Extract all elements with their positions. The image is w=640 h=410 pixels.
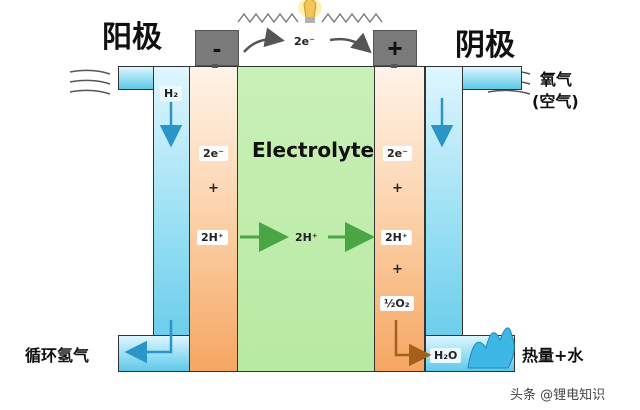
wind-lines-left xyxy=(69,69,111,95)
water-arrow xyxy=(394,320,432,367)
electrolyte-label: Electrolyte xyxy=(252,138,375,162)
negative-post xyxy=(212,64,218,68)
h2-return-arrow xyxy=(124,320,173,364)
cathode-protons: 2H⁺ xyxy=(381,230,412,245)
bulb-icon xyxy=(303,0,317,19)
anode-electrons: 2e⁻ xyxy=(199,146,228,161)
cathode-label: 阴极 xyxy=(455,28,515,63)
resistor-wire xyxy=(237,12,299,24)
electrolyte-protons: 2H⁺ xyxy=(295,231,318,244)
anode-label: 阳极 xyxy=(102,20,162,55)
heat-water-label: 热量+水 xyxy=(522,346,584,365)
oxygen-label: 氧气 xyxy=(540,70,573,89)
resistor-wire-right xyxy=(321,12,383,24)
electron-arrow-left xyxy=(243,27,285,53)
external-electrons: 2e⁻ xyxy=(290,34,319,49)
water-splash-icon xyxy=(467,327,515,369)
cathode-oxygen: ½O₂ xyxy=(380,296,414,311)
air-label: (空气) xyxy=(532,92,579,111)
anode-protons: 2H⁺ xyxy=(197,230,228,245)
anode-plus: + xyxy=(208,181,219,196)
positive-terminal: + xyxy=(373,30,417,66)
cathode-electrode xyxy=(373,66,425,372)
h2-label: H₂ xyxy=(160,86,183,101)
positive-post xyxy=(391,64,397,68)
cathode-plus-2: + xyxy=(392,262,403,277)
watermark: 头条 @锂电知识 xyxy=(510,388,606,403)
cathode-electrons: 2e⁻ xyxy=(383,146,412,161)
electron-arrow-right xyxy=(329,32,372,54)
cathode-vertical-channel xyxy=(425,66,463,372)
electrolyte-membrane xyxy=(237,66,375,372)
recirculate-h2-label: 循环氢气 xyxy=(25,346,90,365)
cathode-plus-1: + xyxy=(392,181,403,196)
water-label: H₂O xyxy=(430,348,462,363)
bulb-base-icon xyxy=(305,18,315,23)
